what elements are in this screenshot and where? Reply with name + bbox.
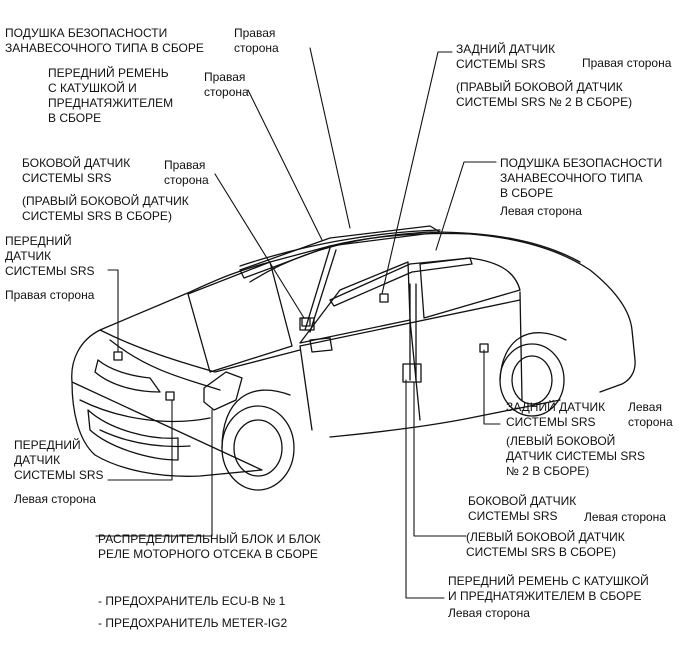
car-grille (87, 409, 179, 461)
label-curtain-airbag-left-side: Левая сторона (500, 204, 582, 218)
car-mirror (309, 337, 333, 353)
label-belt-front-left-side: Левая сторона (448, 606, 530, 620)
label-front-sensor-left-side: Левая сторона (14, 492, 96, 506)
car-windshield (187, 261, 293, 373)
curtain-airbag-right (239, 225, 441, 279)
label-rear-sensor-left-sub: (ЛЕВЫЙ БОКОВОЙ ДАТЧИК СИСТЕМЫ SRS № 2 В … (506, 434, 645, 478)
car-rear-window (419, 257, 521, 319)
label-side-sensor-right-sub: (ПРАВЫЙ БОКОВОЙ ДАТЧИК СИСТЕМЫ SRS В СБО… (22, 194, 189, 223)
label-curtain-airbag-right: ПОДУШКА БЕЗОПАСНОСТИ ЗАНАВЕСОЧНОГО ТИПА … (5, 26, 204, 55)
label-belt-front-right: ПЕРЕДНИЙ РЕМЕНЬ С КАТУШКОЙ И ПРЕДНАТЯЖИТ… (48, 66, 174, 125)
car-hood (99, 329, 301, 373)
label-rear-sensor-right: ЗАДНИЙ ДАТЧИК СИСТЕМЫ SRS (456, 42, 556, 71)
label-side-sensor-left-side: Левая сторона (584, 510, 666, 524)
label-rear-sensor-left-side: Левая сторона (628, 400, 673, 429)
label-belt-front-right-side: Правая сторона (204, 70, 249, 99)
label-junction-block: РАСПРЕДЕЛИТЕЛЬНЫЙ БЛОК И БЛОК РЕЛЕ МОТОР… (98, 532, 321, 561)
side-sensor-right (301, 317, 311, 327)
car-front-window (299, 261, 411, 344)
label-front-sensor-left: ПЕРЕДНИЙ ДАТЧИК СИСТЕМЫ SRS (14, 438, 104, 482)
label-fuse-ecu-b: - ПРЕДОХРАНИТЕЛЬ ECU-B № 1 (98, 594, 286, 608)
car-headlight (94, 359, 161, 393)
label-curtain-airbag-left: ПОДУШКА БЕЗОПАСНОСТИ ЗАНАВЕСОЧНОГО ТИПА … (500, 156, 663, 200)
label-curtain-airbag-right-side: Правая сторона (234, 26, 279, 55)
label-front-sensor-right: ПЕРЕДНИЙ ДАТЧИК СИСТЕМЫ SRS (5, 234, 95, 278)
front-sensor-right (113, 351, 123, 361)
junction-block (203, 371, 243, 411)
label-front-sensor-right-side: Правая сторона (5, 288, 95, 302)
label-side-sensor-right-side: Правая сторона (164, 158, 209, 187)
curtain-airbag-left (329, 257, 473, 307)
label-rear-sensor-right-side: Правая сторона (582, 56, 672, 70)
front-sensor-left (165, 391, 175, 401)
label-side-sensor-left: БОКОВОЙ ДАТЧИК СИСТЕМЫ SRS (468, 494, 577, 523)
car-front-wheel (221, 405, 295, 491)
label-rear-sensor-left: ЗАДНИЙ ДАТЧИК СИСТЕМЫ SRS (506, 400, 606, 429)
leader-lines (95, 47, 501, 599)
rear-sensor-right (379, 293, 389, 303)
label-side-sensor-right: БОКОВОЙ ДАТЧИК СИСТЕМЫ SRS (22, 156, 131, 185)
label-belt-front-left: ПЕРЕДНИЙ РЕМЕНЬ С КАТУШКОЙ И ПРЕДНАТЯЖИТ… (448, 574, 649, 603)
label-side-sensor-left-sub: (ЛЕВЫЙ БОКОВОЙ ДАТЧИК СИСТЕМЫ SRS В СБОР… (466, 530, 625, 559)
label-rear-sensor-right-sub: (ПРАВЫЙ БОКОВОЙ ДАТЧИК СИСТЕМЫ SRS № 2 В… (456, 80, 633, 109)
label-fuse-meter-ig2: - ПРЕДОХРАНИТЕЛЬ METER-IG2 (98, 616, 288, 630)
